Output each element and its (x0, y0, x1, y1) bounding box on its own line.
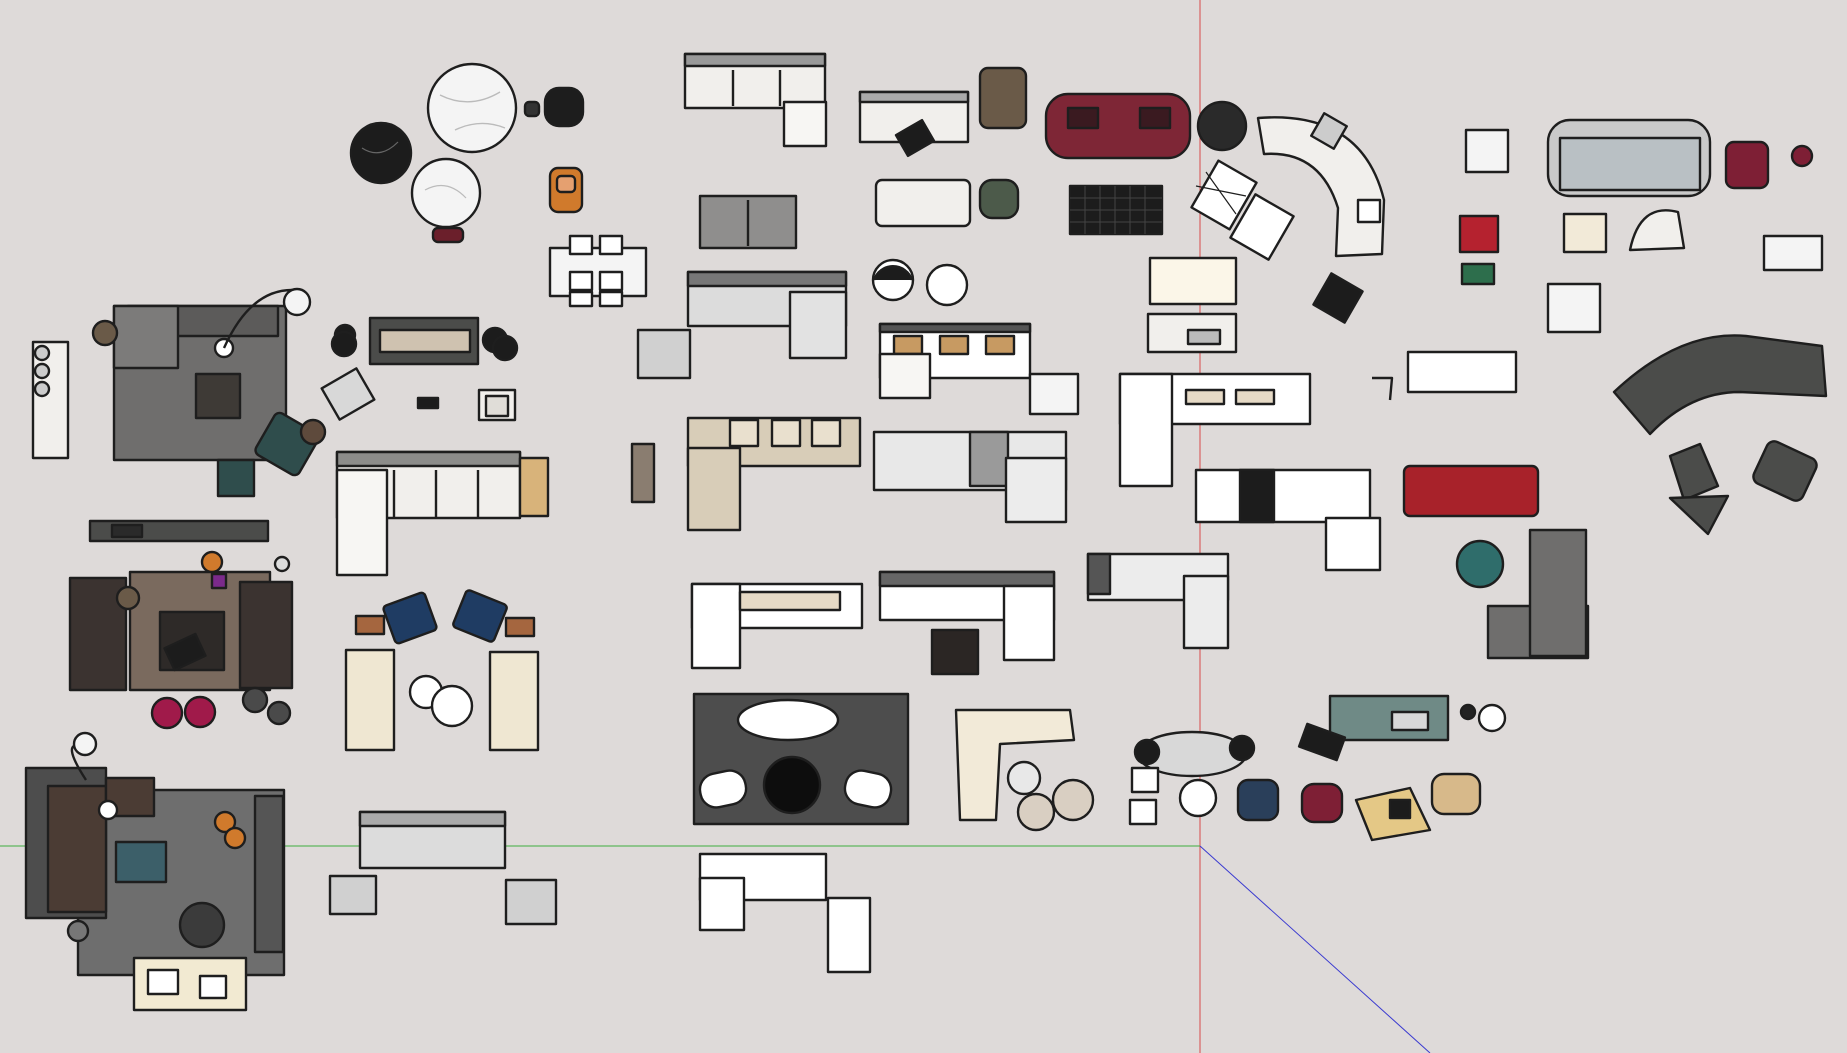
magenta-chairs-pair[interactable] (150, 695, 217, 730)
burgundy-chesterfield[interactable] (1044, 92, 1248, 160)
living-set-gray-lamp[interactable] (91, 287, 327, 498)
white-sofa-long[interactable] (690, 582, 864, 670)
marble-round-table-white-small[interactable] (410, 157, 482, 244)
white-sofa-wood-cushions[interactable] (878, 322, 1080, 416)
white-u-sofa-bottom[interactable] (698, 852, 872, 974)
white-l-sofa-center[interactable] (1118, 350, 1518, 488)
gray-corner-sofa-large[interactable] (872, 430, 1068, 524)
black-lounge-chair[interactable] (523, 86, 585, 128)
red-velvet-sofa[interactable] (1402, 464, 1540, 518)
gray-l-sofa-right[interactable] (1455, 528, 1590, 660)
small-chairs-left[interactable] (320, 367, 517, 422)
living-set-brown-rug[interactable] (68, 550, 294, 726)
gray-sofa-bottom[interactable] (328, 810, 558, 926)
dark-curved-sectional[interactable] (1612, 334, 1828, 536)
glass-table-chairs[interactable] (1128, 730, 1256, 826)
accent-chairs-cluster[interactable] (1236, 772, 1482, 842)
orange-armchair[interactable] (548, 166, 584, 214)
curved-white-sofa[interactable] (1256, 112, 1386, 258)
white-sofa-black-gap[interactable] (1194, 468, 1382, 572)
beige-l-sofa[interactable] (630, 416, 862, 532)
blue-axis-line (1199, 845, 1431, 1053)
lattice-chairs[interactable] (1190, 159, 1364, 324)
white-sofa-dark-cushions[interactable] (878, 570, 1056, 676)
gray-l-sofa-mid[interactable] (636, 270, 848, 380)
dining-rug-round-table[interactable] (692, 692, 910, 826)
dark-grid-ottoman[interactable] (1068, 184, 1164, 236)
navy-chairs-pair[interactable] (354, 589, 536, 645)
dining-set-white[interactable] (548, 234, 648, 308)
living-set-dark-lamp[interactable] (24, 731, 286, 1012)
bookshelf-column[interactable] (31, 340, 70, 460)
teal-sofa-set[interactable] (1297, 694, 1507, 762)
beige-sofas-round-tables[interactable] (344, 648, 540, 752)
curved-beige-sofa[interactable] (954, 708, 1095, 832)
round-chairs-pair[interactable] (871, 258, 969, 307)
white-corner-sofa-wood-end[interactable] (335, 450, 550, 577)
marble-round-table-black[interactable] (349, 121, 413, 185)
gray-tufted-sofa[interactable] (1546, 118, 1712, 198)
white-daybed-set[interactable] (1146, 256, 1238, 354)
gray-three-seat-sofa[interactable] (698, 194, 798, 250)
loveseat-white[interactable] (874, 178, 1020, 228)
white-l-sofa-top[interactable] (683, 52, 828, 148)
red-accent-set[interactable] (1458, 128, 1814, 286)
marble-round-table-white-large[interactable] (426, 62, 518, 154)
white-sofa-with-chairs[interactable] (858, 66, 1028, 158)
white-armchairs-right[interactable] (1546, 209, 1824, 334)
white-sofa-gray-corner[interactable] (1086, 552, 1230, 650)
tv-console-dark[interactable] (88, 519, 270, 543)
console-with-stools[interactable] (330, 316, 519, 366)
